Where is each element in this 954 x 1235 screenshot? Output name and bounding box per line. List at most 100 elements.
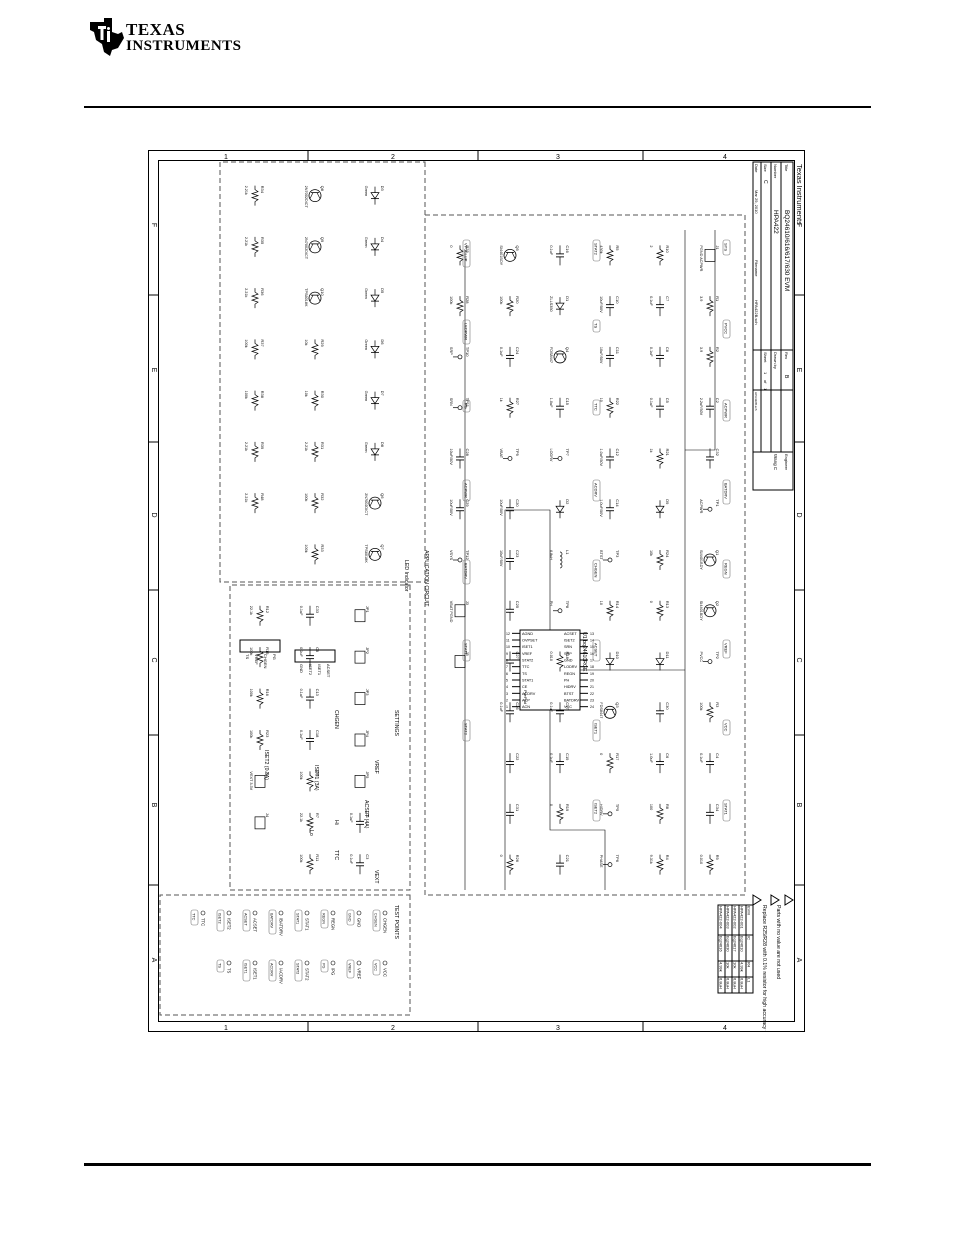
part-c1: C10.1uF [349,812,370,833]
ic-pin-number: 2 [506,699,508,703]
part-ref: R28 [465,296,470,304]
part-value: 100k [449,296,453,304]
part-ref: D6 [380,339,385,345]
settings-labels: ACSET (4A)ISET1 (3A)ISET2 (0.3A)CHGENHiL… [263,710,379,884]
net-flag: REGN [724,563,729,575]
ic-pin-label: CE [522,685,528,689]
part-value: 2N7002DICT [364,493,368,516]
grid-number: 4 [723,154,727,161]
part-ref: R11 [315,854,320,862]
part-ref: C15 [565,398,570,406]
part-ref: TP10 [465,347,470,357]
part-ref: R20 [515,296,520,304]
part-ref: R26 [515,855,520,863]
grid-letter: B [150,803,157,808]
of-label: of [763,380,768,384]
part-ref: R27 [515,398,520,406]
part-value: SI4401BDY [499,245,503,265]
date-label: Date [754,164,759,173]
part-jp5: JP5 [354,771,370,788]
part-ref: Q4 [565,347,570,353]
table-cell: 10k [726,962,731,968]
part-ref: C4 [715,753,720,759]
part-ref: C1 [365,813,370,819]
ic-pin-label: ACN [522,705,530,709]
part-ref: JP5 [365,771,370,779]
ic-pin-label: STAT2 [522,659,533,663]
part-value: 2N7002DICT [304,237,308,260]
part-r4: R49.31k [649,854,670,875]
part-ref: C34 [715,804,720,812]
test-point-label: VCC [383,968,388,977]
brand-line-2: INSTRUMENTS [126,38,242,54]
part-ref: C11 [615,347,620,355]
setting-vext: VEXT [373,870,379,884]
part-value: SRN [449,398,453,406]
part-ref: C6 [665,753,670,759]
part-ref: R2 [715,347,720,353]
part-value: 0.1uF [549,702,553,712]
ic-pin-label: LODRV [564,665,577,669]
part-value: TPS6018K [304,288,308,307]
grid-number: 3 [556,154,560,161]
ic-pin-number: 12 [506,632,510,636]
ic-pin-label: BTST [564,692,574,696]
part-ref: R4 [665,855,670,861]
part-value: ZLLS350 [549,296,553,311]
part-ref: R13 [665,601,670,609]
part-c30: C30 [656,702,670,723]
part-value: 0 [599,753,603,755]
part-ref: C7 [665,296,670,302]
part-ref: J2 [265,771,270,776]
filename-label: Filename [754,260,759,277]
part-value: 0.1uF [649,398,653,408]
part-value: 100k [499,296,503,304]
net-flag: VCC [724,723,729,732]
part-ref: TP6 [615,855,620,863]
test-point-label: /ACDRV [279,968,284,984]
part-value: ACPWR [699,499,703,513]
part-value: 100k [299,854,303,862]
net-flag: BATDRV [724,483,729,499]
net-flag: STAT1 [724,803,729,816]
test-point-net: TS [218,963,222,968]
part-ref: C29 [465,499,470,507]
test-point-label: STAT2 [305,968,310,981]
test-points: CHGENCHGENVCCVCCGNDGNDVREFVREFREGNREGN/P… [190,909,388,984]
part-c5: C50.1uF [649,397,670,418]
part-ref: D2 [565,499,570,505]
part-ref: R36 [260,288,265,296]
part-value: 0 [499,855,503,857]
table-cell: 4.99k [740,962,745,972]
part-ref: Q6 [380,493,385,499]
j4-pin: PG [272,654,277,660]
part-value: Green [364,237,368,248]
variant-table: EVMICR4L1HPA422-001bq246104.99k6.8uHHPA4… [717,904,754,994]
part-ref: R3 [715,702,720,708]
j4-pin: TS [245,654,250,659]
test-point-net: VREF [348,963,352,974]
part-value: 1.0uF/50V [599,499,603,517]
part-ref: R1 [715,296,720,302]
table-cell: bq24610 [740,936,745,952]
table-header: R4 [747,962,752,968]
ic-pin-number: 8 [506,659,508,663]
section-settings: SETTINGS [393,710,399,736]
part-value: LODRV [549,448,553,461]
grid-number: 1 [224,1025,228,1032]
part-ref: D3 [380,186,385,192]
ic-pin-number: 17 [590,659,594,663]
part-ref: R29 [320,339,325,347]
engineer-value: Wang C [773,454,778,471]
